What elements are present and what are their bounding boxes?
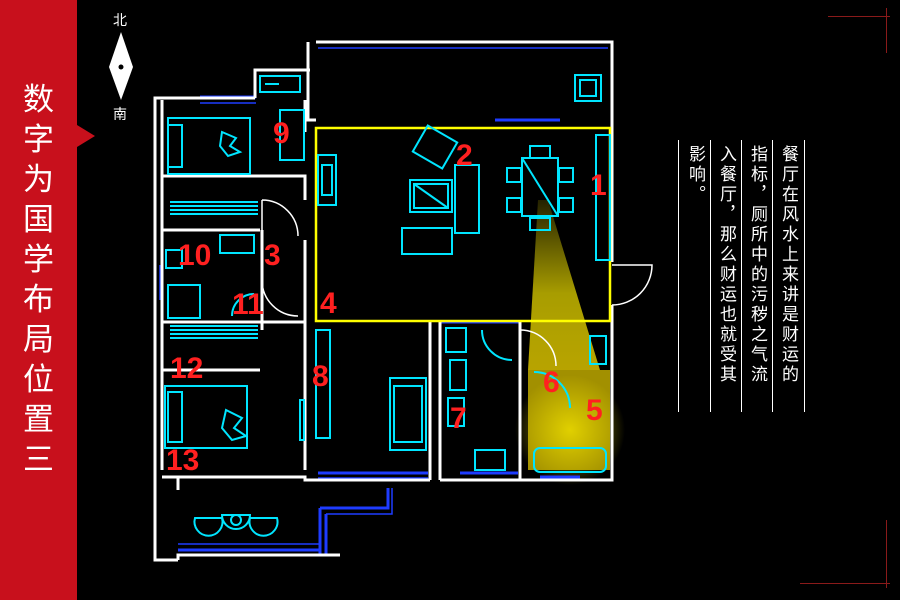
caption-column-4: 影响。 bbox=[685, 145, 705, 205]
room-number: 9 bbox=[273, 117, 290, 150]
room-number: 13 bbox=[166, 444, 199, 477]
title-char: 置 bbox=[23, 402, 54, 438]
room-number: 3 bbox=[264, 239, 281, 272]
caption-column-2: 指标，厕所中的污秽之气流 bbox=[747, 145, 767, 385]
compass-south-label: 南 bbox=[113, 107, 127, 123]
caption-column-1: 餐厅在风水上来讲是财运的 bbox=[778, 145, 798, 385]
sidebar-pointer bbox=[77, 125, 95, 147]
doors bbox=[261, 199, 653, 367]
title-char: 为 bbox=[23, 162, 54, 198]
room-number: 8 bbox=[312, 360, 329, 393]
room-number: 7 bbox=[450, 402, 467, 435]
sidebar-title: 数 字 为 国 学 布 局 位 置 三 bbox=[0, 80, 77, 480]
room-number: 1 bbox=[590, 169, 607, 202]
caption-rule bbox=[678, 140, 679, 412]
room-numbers: 1 2 3 4 5 6 7 8 9 10 11 12 13 bbox=[166, 117, 607, 477]
frame-bottom bbox=[800, 583, 890, 584]
caption-rule bbox=[710, 140, 711, 412]
room-number: 10 bbox=[178, 239, 211, 272]
title-char: 布 bbox=[23, 282, 54, 318]
energy-beam bbox=[515, 200, 625, 485]
room-number: 11 bbox=[232, 288, 264, 321]
caption-rule bbox=[741, 140, 742, 412]
frame-right-top bbox=[886, 8, 887, 53]
room-number: 2 bbox=[456, 139, 473, 172]
caption-rule bbox=[804, 140, 805, 412]
room-number: 5 bbox=[586, 394, 603, 427]
walls bbox=[153, 40, 614, 562]
caption-rule bbox=[772, 140, 773, 412]
room-number: 4 bbox=[320, 287, 337, 320]
title-char: 三 bbox=[23, 442, 54, 478]
title-char: 学 bbox=[23, 242, 54, 278]
compass-north-label: 北 bbox=[113, 13, 127, 29]
title-char: 国 bbox=[23, 202, 54, 238]
furniture bbox=[164, 74, 611, 537]
compass-icon bbox=[109, 32, 133, 100]
room-number: 6 bbox=[543, 366, 560, 399]
frame-top bbox=[828, 16, 890, 17]
title-char: 数 bbox=[23, 82, 54, 118]
frame-right-bottom bbox=[886, 520, 887, 588]
title-char: 字 bbox=[23, 122, 54, 158]
caption-column-3: 入餐厅，那么财运也就受其 bbox=[716, 145, 736, 385]
title-sidebar bbox=[0, 0, 77, 600]
title-char: 局 bbox=[23, 322, 54, 358]
title-char: 位 bbox=[23, 362, 54, 398]
room-number: 12 bbox=[170, 352, 203, 385]
